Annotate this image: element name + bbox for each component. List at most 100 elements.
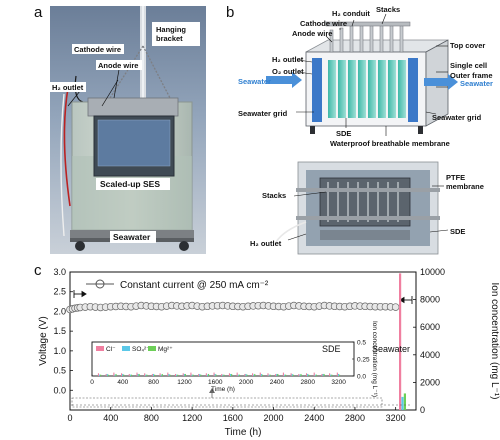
- inset-bar-so4: [299, 374, 301, 376]
- inset-bar-cl: [259, 372, 261, 376]
- label-single-cell: Single cell: [450, 61, 487, 70]
- inset-bar-cl: [105, 373, 107, 376]
- inset-y-tick-label-1: 0.25: [357, 357, 370, 364]
- inset-bar-cl: [198, 373, 200, 376]
- left-axis-arrow: [73, 290, 87, 298]
- inset-bar-so4: [106, 373, 108, 376]
- inset-bar-so4: [245, 373, 247, 376]
- panel-label-b: b: [226, 4, 235, 21]
- inset-bar-cl: [136, 372, 138, 376]
- seawater-bar-1: [401, 396, 404, 410]
- inset-bar-so4: [314, 374, 316, 376]
- yl-tick-label-3: 1.5: [53, 326, 66, 336]
- label-membrane: Waterproof breathable membrane: [330, 139, 450, 148]
- label-h2-outlet-b: H₂ outlet: [272, 55, 304, 64]
- inset-bar-so4: [253, 374, 255, 376]
- inset-bar-mg: [308, 374, 310, 376]
- top-cover-shape: [305, 39, 449, 53]
- inset-y-tick-label-2: 0.5: [357, 340, 366, 347]
- label-seawater-a: Seawater: [113, 232, 151, 242]
- seawater-grid-right-shape: [408, 58, 418, 122]
- inset-x-axis-title: Time (h): [211, 386, 235, 393]
- label-top-cover: Top cover: [450, 41, 485, 50]
- inset-y-tick-label-0: 0.0: [357, 374, 366, 381]
- yl-tick-label-4: 2.0: [53, 306, 66, 316]
- x-tick-label-8: 3200: [386, 413, 406, 423]
- inset-bar-cl: [236, 372, 238, 376]
- label-sde-top: SDE: [336, 129, 351, 138]
- inset-bar-mg: [177, 374, 179, 376]
- voltage-series: [66, 301, 400, 314]
- inset-legend-label-0: Cl⁻: [106, 346, 116, 353]
- panel-label-c: c: [34, 262, 42, 279]
- seawater-arrow-left: [266, 72, 302, 88]
- yl-tick-label-2: 1.0: [53, 346, 66, 356]
- inset-bar-cl: [205, 373, 207, 376]
- inset-bar-so4: [214, 373, 216, 376]
- ses-top-cover: [87, 97, 179, 117]
- yl-tick-label-1: 0.5: [53, 366, 66, 376]
- inset-legend-swatch-0: [96, 346, 104, 351]
- inset-bar-cl: [174, 373, 177, 376]
- inset-y-axis-title: Ion concentration (mg L⁻¹): [371, 321, 378, 397]
- y-left-axis-title: Voltage (V): [38, 316, 49, 365]
- inset-bar-cl: [298, 373, 300, 376]
- label-cathode-wire: Cathode wire: [74, 45, 121, 54]
- yl-tick-label-0: 0.0: [53, 385, 66, 395]
- ses-membrane-window: [98, 120, 170, 166]
- inset-bar-so4: [291, 373, 293, 376]
- inset-bar-mg: [169, 374, 171, 376]
- inset-bar-so4: [230, 373, 232, 376]
- seawater-bar-0: [399, 273, 402, 410]
- inset-legend-swatch-1: [122, 346, 130, 351]
- yl-tick-label-6: 3.0: [53, 267, 66, 277]
- inset-bar-so4: [199, 373, 201, 376]
- label-h2-conduit: H₂ conduit: [332, 9, 370, 18]
- inset-bar-mg: [261, 374, 264, 376]
- inset-bar-so4: [168, 373, 170, 376]
- inset-bar-cl: [282, 372, 284, 376]
- inset-bar-cl: [182, 373, 184, 376]
- label-seawater-grid-left: Seawater grid: [238, 109, 288, 118]
- inset-x-tick-label-6: 2400: [270, 379, 285, 386]
- inset-bar-cl: [228, 373, 231, 376]
- inset-bar-cl: [213, 372, 215, 376]
- yr-tick-label-3: 6000: [420, 322, 440, 332]
- inset-bar-so4: [176, 374, 178, 376]
- plot-frame: [69, 271, 417, 411]
- inset-bar-so4: [322, 373, 324, 376]
- inset-bar-so4: [99, 374, 101, 376]
- label-anode-wire-b: Anode wire: [292, 29, 332, 38]
- seawater-bar-label: Seawater: [372, 344, 410, 354]
- inset-bar-so4: [268, 374, 270, 376]
- inset-bar-mg: [285, 374, 287, 376]
- seawater-ion-bars: [399, 273, 406, 410]
- inset-bar-mg: [184, 373, 186, 376]
- label-sde-bottom: SDE: [450, 227, 465, 236]
- inset-bar-mg: [292, 374, 294, 376]
- yr-tick-label-1: 2000: [420, 377, 440, 387]
- inset-bar-cl: [121, 373, 123, 376]
- inset-bar-mg: [277, 373, 279, 376]
- single-cells: [328, 60, 406, 118]
- inset-bar-mg: [246, 374, 248, 376]
- inset-bar-cl: [144, 373, 146, 376]
- inset-bar-so4: [276, 373, 278, 376]
- inset-bar-mg: [315, 374, 317, 376]
- inset-bar-so4: [137, 373, 139, 376]
- inset-x-tick-label-8: 3200: [331, 379, 346, 386]
- inset-x-tick-label-0: 0: [90, 379, 94, 386]
- inset-bar-cl: [151, 373, 153, 376]
- inset-bar-so4: [183, 373, 185, 376]
- inset-x-tick-label-4: 1600: [208, 379, 223, 386]
- label-seawater-grid-right: Seawater grid: [432, 113, 482, 122]
- h2-conduit-shape: [325, 21, 411, 27]
- yr-tick-label-2: 4000: [420, 350, 440, 360]
